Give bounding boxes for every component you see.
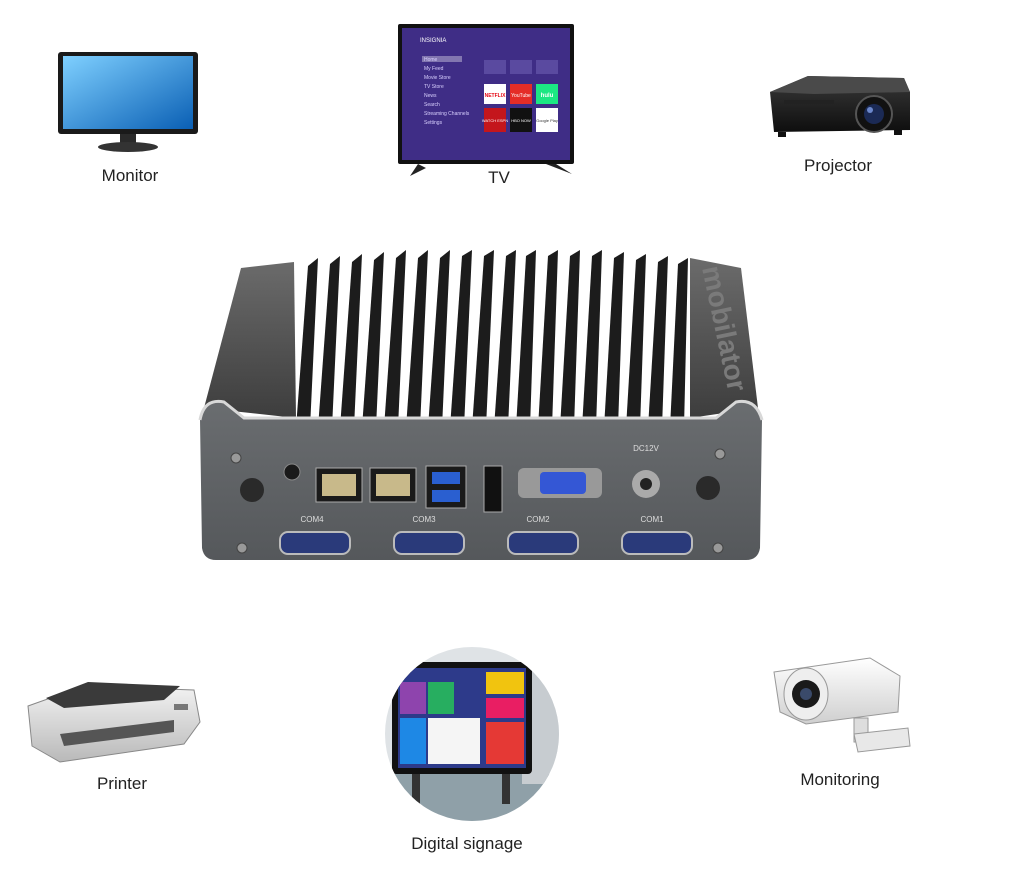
tv-menu-item: Movie Store [424, 75, 451, 81]
com-port-label: COM1 [640, 515, 664, 524]
tv-app-tile: WATCH ESPN [482, 118, 508, 123]
tv-app-tile: hulu [541, 93, 554, 99]
tv-app-tile: Google Play [536, 118, 558, 123]
tv-menu-item: Streaming Channels [424, 111, 470, 117]
tv-menu-item: Search [424, 102, 440, 108]
tv-image: INSIGNIA Home My Feed Movie Store TV Sto… [396, 22, 578, 178]
tv-app-tile: NETFLIX [485, 93, 506, 99]
tv-menu-item: TV Store [424, 84, 444, 90]
tv-label: TV [488, 168, 510, 187]
tv-app-tile: YouTube [511, 93, 531, 99]
tv-menu-item: Settings [424, 120, 443, 126]
com-port-label: COM4 [300, 515, 324, 524]
printer-label: Printer [96, 774, 148, 793]
tv-app-tile: HBO NOW [511, 118, 531, 123]
com-port-label: COM3 [412, 515, 436, 524]
digital-signage-image [382, 644, 562, 824]
printer-image [24, 676, 202, 766]
projector-image [764, 70, 914, 150]
dc-port-label: DC12V [633, 444, 659, 453]
signage-label: Digital signage [411, 834, 523, 853]
camera-image [770, 654, 914, 758]
tv-brand: INSIGNIA [420, 38, 446, 44]
tv-menu-item: Home [424, 57, 438, 63]
monitor-label: Monitor [101, 166, 159, 185]
tv-menu-item: My Feed [424, 66, 444, 72]
com-port-label: COM2 [526, 515, 550, 524]
monitoring-label: Monitoring [800, 770, 880, 789]
projector-label: Projector [803, 156, 873, 175]
monitor-image [56, 50, 200, 154]
tv-menu-item: News [424, 93, 437, 99]
mini-pc-image: mobilator DC12V COM4 COM3 COM2 COM1 [196, 248, 766, 568]
